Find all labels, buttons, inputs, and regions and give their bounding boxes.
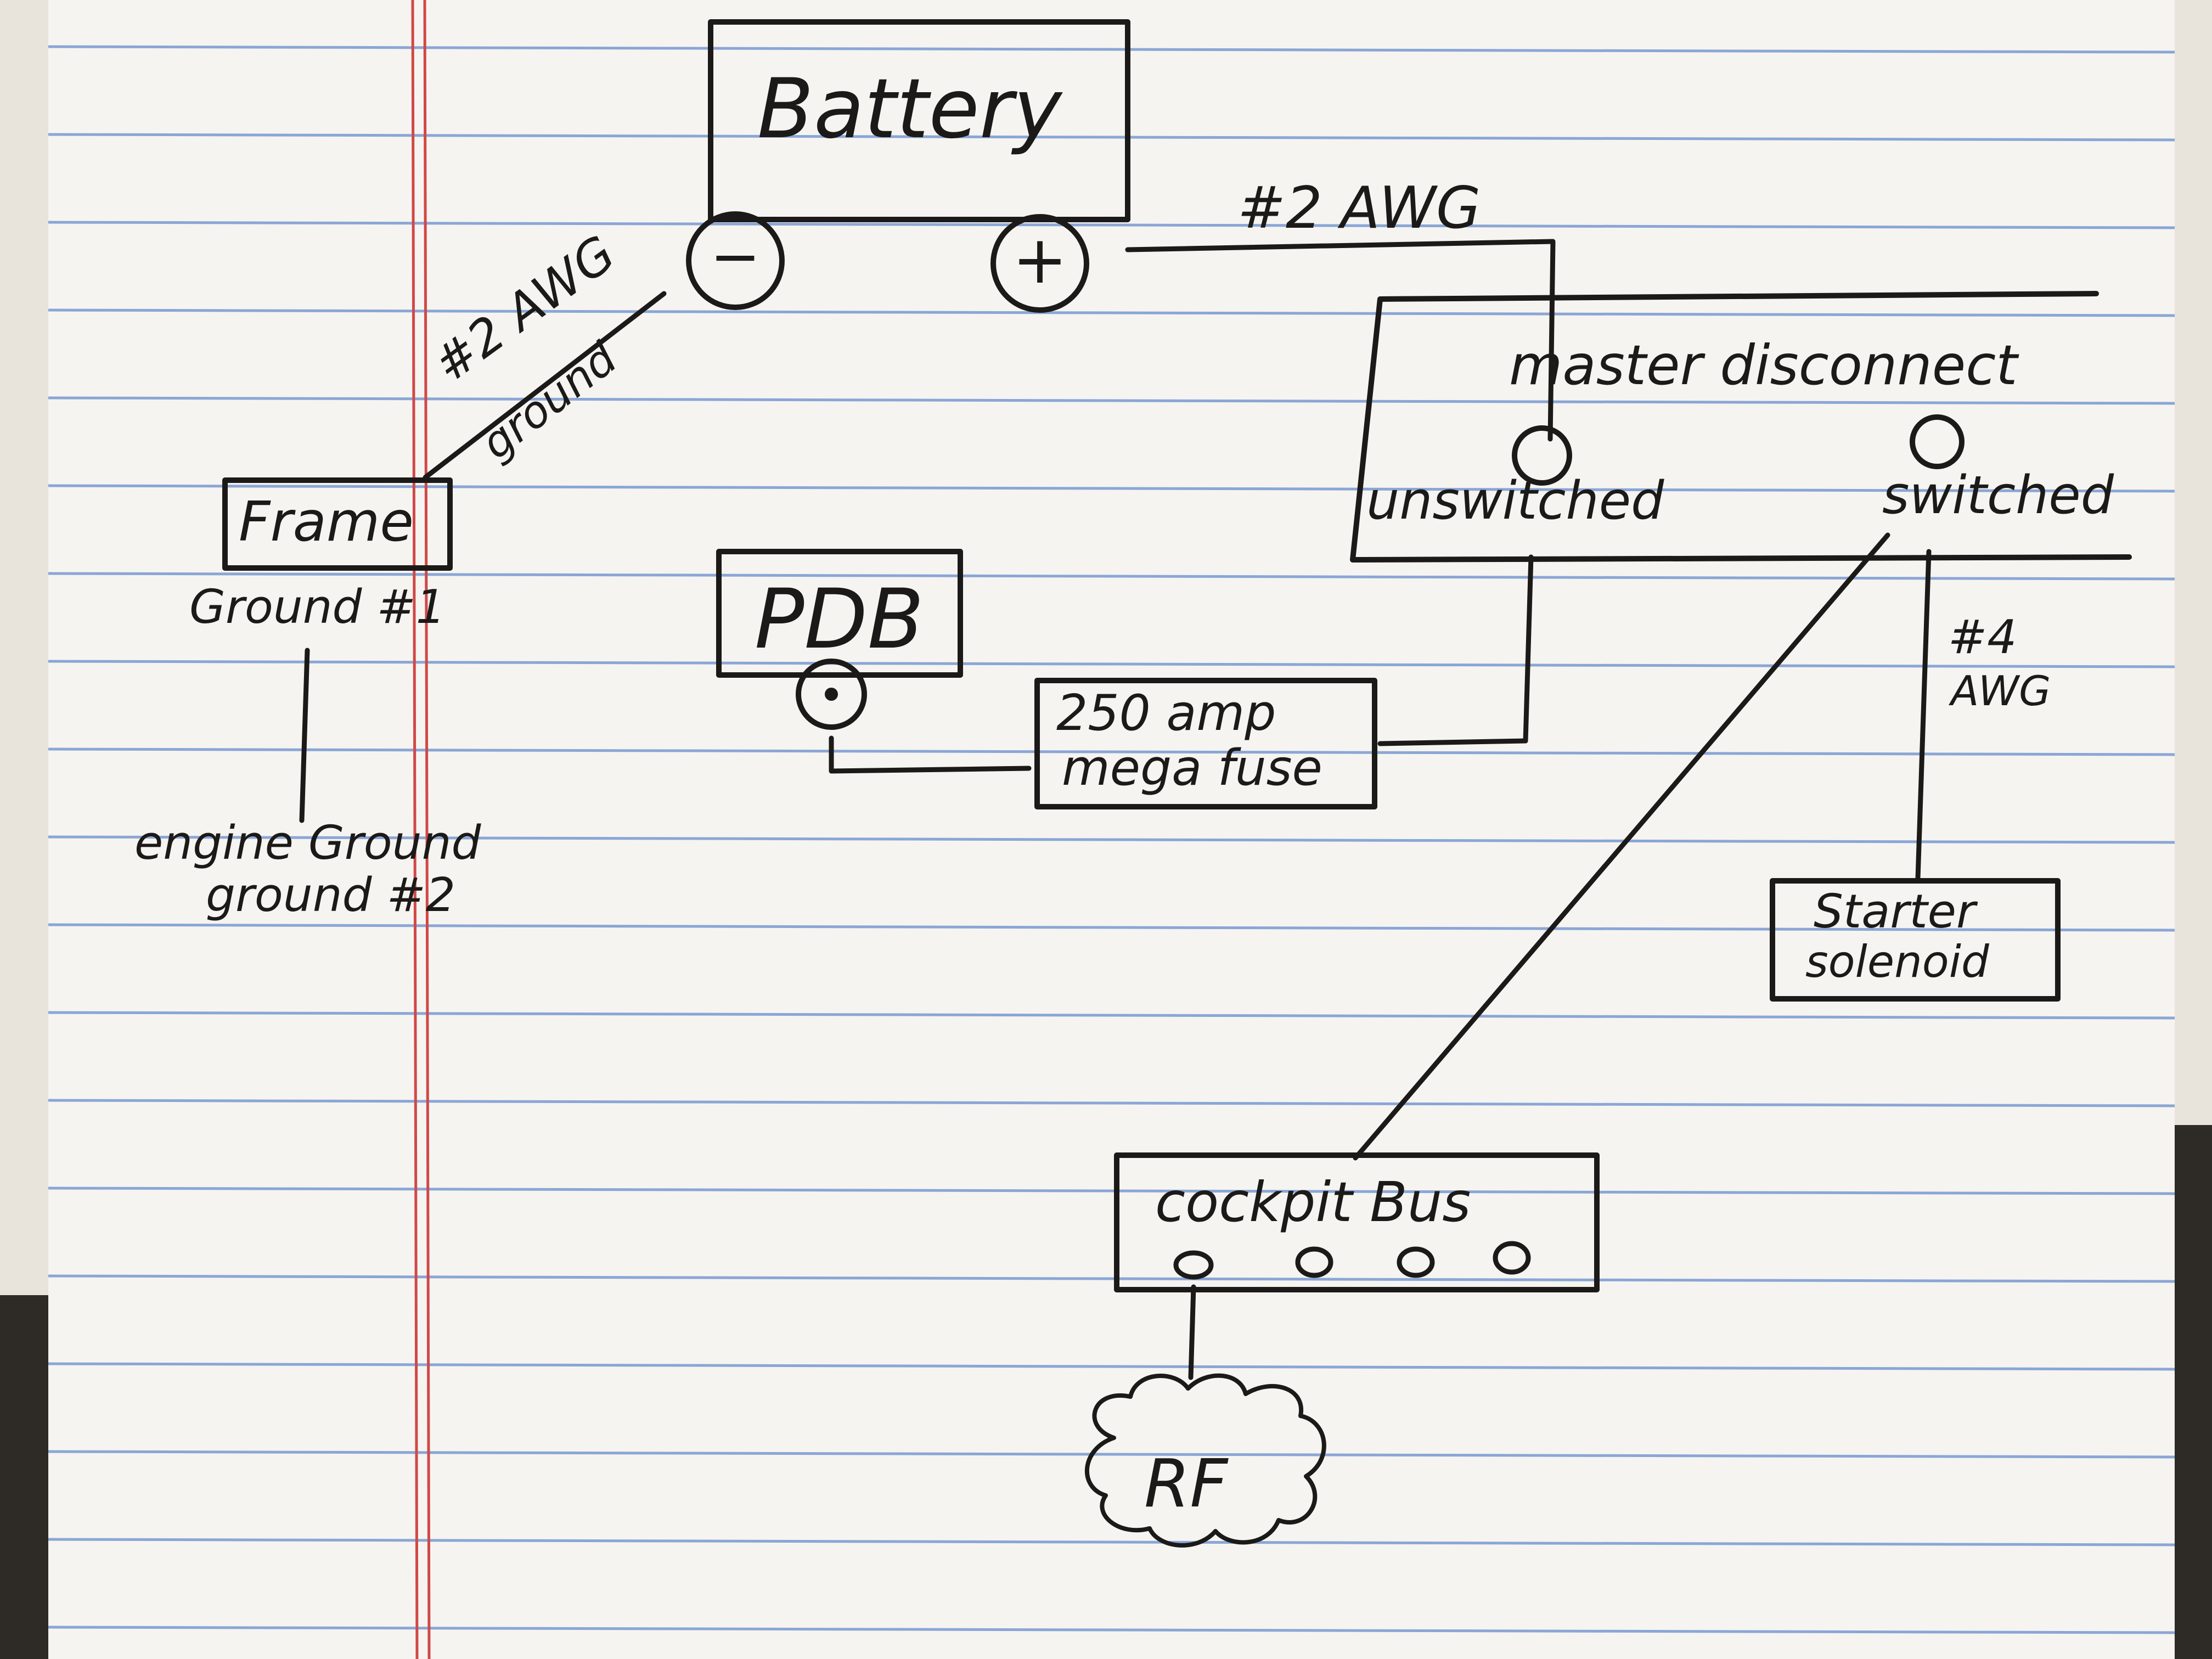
wire-fuse-to-pdb xyxy=(829,735,1032,774)
margin-line xyxy=(411,0,419,1659)
ruled-line xyxy=(48,1450,2175,1459)
engine-ground-line1: engine Ground xyxy=(134,816,481,870)
ruled-line xyxy=(48,572,2175,581)
ruled-line xyxy=(48,835,2175,844)
battery-label: Battery xyxy=(757,61,1063,157)
paper-sheet xyxy=(48,0,2175,1659)
ruled-line xyxy=(48,1274,2175,1283)
switched-terminal xyxy=(1910,414,1965,469)
ruled-line xyxy=(48,1626,2175,1634)
negative-symbol: − xyxy=(710,221,761,291)
wire-disconnect-to-fuse xyxy=(1377,554,1534,746)
bus-terminal xyxy=(1397,1246,1435,1278)
margin-line xyxy=(423,0,431,1659)
frame-label: Frame xyxy=(239,490,414,554)
bus-terminal xyxy=(1493,1241,1531,1275)
starter-wire-unit: AWG xyxy=(1949,667,2051,715)
wire-switched-to-cockpit-bus xyxy=(1353,532,1890,1161)
ruled-line xyxy=(48,1011,2175,1020)
wire-battery-to-disconnect xyxy=(1125,239,1556,442)
starter-wire-gauge: #4 xyxy=(1948,610,2017,665)
pdb-label: PDB xyxy=(755,572,924,667)
engine-ground-line2: ground #2 xyxy=(206,868,455,923)
ruled-line xyxy=(48,484,2175,493)
ruled-line xyxy=(48,133,2175,142)
ground-wire xyxy=(423,291,667,480)
frame-sublabel: Ground #1 xyxy=(189,580,446,634)
pdb-box xyxy=(716,549,963,678)
cockpit-bus-label: cockpit Bus xyxy=(1155,1170,1471,1234)
wire-frame-to-engine xyxy=(299,648,310,823)
ruled-line xyxy=(48,923,2175,932)
starter-solenoid-box xyxy=(1770,878,2061,1002)
ruled-line xyxy=(48,396,2175,405)
ruled-line xyxy=(48,747,2175,756)
positive-symbol: + xyxy=(1012,222,1068,299)
starter-solenoid-line1: Starter xyxy=(1814,885,1978,939)
ruled-line xyxy=(48,1099,2175,1107)
rf-cloud xyxy=(1085,1373,1326,1548)
ruled-line xyxy=(48,221,2175,229)
pdb-stud xyxy=(796,659,867,730)
bus-terminal xyxy=(1173,1250,1214,1280)
wire-label-battery-disconnect: #2 AWG xyxy=(1237,175,1481,241)
mega-fuse-box xyxy=(1034,678,1377,809)
ruled-line xyxy=(48,308,2175,317)
ruled-line xyxy=(48,45,2175,54)
starter-solenoid-line2: solenoid xyxy=(1805,936,1990,987)
unswitched-label: unswitched xyxy=(1366,471,1664,531)
bus-terminal xyxy=(1295,1246,1333,1278)
ruled-line xyxy=(48,1362,2175,1371)
cockpit-bus-box xyxy=(1114,1152,1600,1292)
battery-negative-terminal xyxy=(686,211,785,310)
pdb-stud-center xyxy=(825,688,838,701)
battery-positive-terminal xyxy=(990,214,1089,313)
frame-box xyxy=(222,477,453,571)
switched-label: switched xyxy=(1882,465,2114,526)
master-disconnect-label: master disconnect xyxy=(1509,333,2019,397)
ruled-lines xyxy=(48,45,2175,1634)
wire-switched-to-starter xyxy=(1915,549,1932,881)
ruled-line xyxy=(48,660,2175,668)
battery-box xyxy=(708,19,1130,222)
rf-label: RF xyxy=(1144,1446,1229,1522)
ruled-line xyxy=(48,1538,2175,1546)
wire-rf-to-bus xyxy=(1188,1284,1196,1380)
ruled-line xyxy=(48,1186,2175,1195)
mega-fuse-line1: 250 amp xyxy=(1056,684,1276,742)
unswitched-terminal xyxy=(1512,425,1572,486)
mega-fuse-line2: mega fuse xyxy=(1062,739,1322,797)
